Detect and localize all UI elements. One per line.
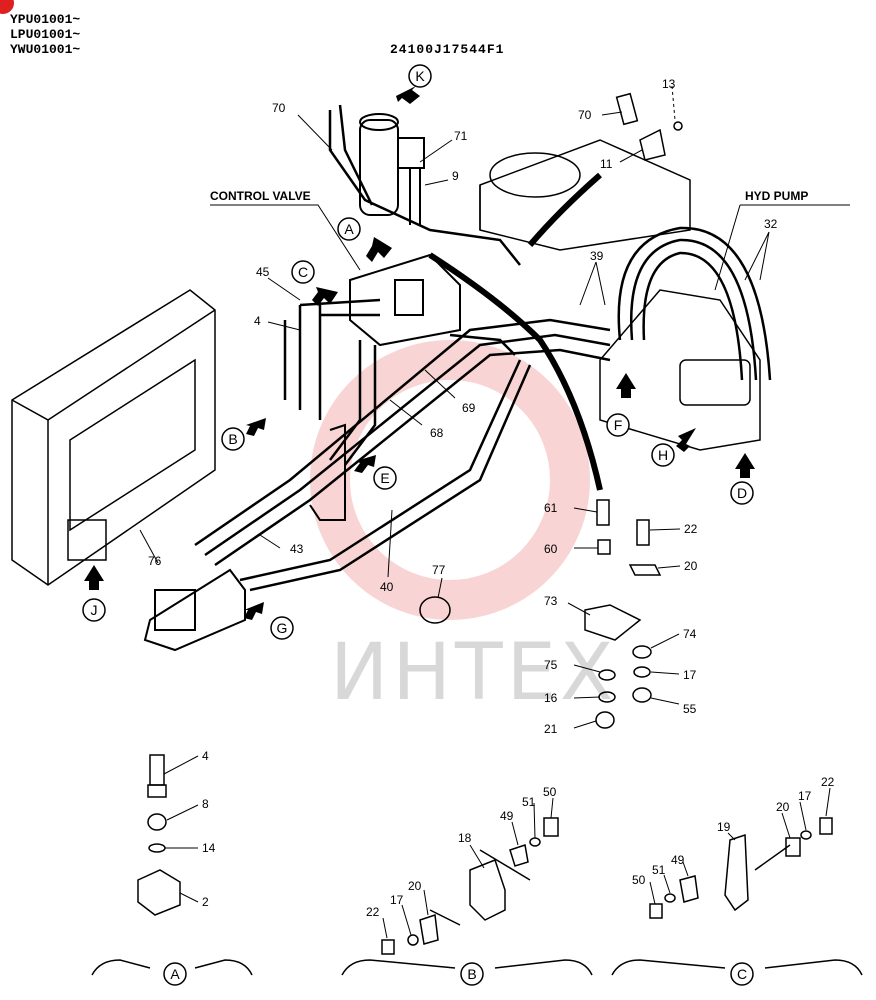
- view-arrow-e: E: [380, 470, 389, 486]
- panel-76: [11, 289, 216, 586]
- detail-a-parts: [137, 754, 181, 916]
- detail-b-part-18: 18: [458, 831, 472, 845]
- bracket-e: [309, 423, 346, 521]
- control-valve-label: CONTROL VALVE: [210, 189, 311, 203]
- part-70a: 70: [272, 101, 286, 115]
- part-61: 61: [544, 501, 558, 515]
- part-9: 9: [452, 169, 459, 183]
- detail-b-part-17: 17: [390, 893, 404, 907]
- view-arrow-d: D: [737, 485, 747, 501]
- detail-brackets: [91, 959, 863, 976]
- detail-b-part-49: 49: [500, 809, 514, 823]
- detail-c-part-22: 22: [821, 775, 835, 789]
- part-73: 73: [544, 594, 558, 608]
- serial-range-2: LPU01001~: [10, 27, 81, 42]
- part-68: 68: [430, 426, 444, 440]
- part-40: 40: [380, 580, 394, 594]
- detail-c-part-17: 17: [798, 789, 812, 803]
- part-22-main: 22: [684, 522, 698, 536]
- part-4: 4: [254, 314, 261, 328]
- part-45: 45: [256, 265, 270, 279]
- detail-c-part-51: 51: [652, 863, 666, 877]
- view-arrow-h: H: [658, 447, 668, 463]
- part-13: 13: [662, 77, 676, 91]
- hardware-stack: [419, 499, 662, 729]
- watermark-gear: [310, 340, 590, 620]
- part-55: 55: [683, 702, 697, 716]
- view-arrow-f: F: [614, 417, 623, 433]
- detail-c-part-50: 50: [632, 873, 646, 887]
- corner-badge: [0, 0, 14, 14]
- detail-c-part-20: 20: [776, 800, 790, 814]
- detail-b-part-51: 51: [522, 795, 536, 809]
- part-60: 60: [544, 542, 558, 556]
- part-11: 11: [600, 157, 613, 171]
- view-arrow-c: C: [298, 264, 308, 280]
- view-arrow-b: B: [228, 431, 237, 447]
- serial-range-3: YWU01001~: [10, 42, 81, 57]
- part-21: 21: [544, 722, 558, 736]
- section-label-leaders: [210, 204, 850, 291]
- view-arrows: [84, 86, 755, 620]
- part-77: 77: [432, 563, 446, 577]
- detail-b-part-22: 22: [366, 905, 380, 919]
- watermark-text: ИНТЕХ: [330, 628, 618, 718]
- detail-b-part-20: 20: [408, 879, 422, 893]
- view-arrow-letters: K A C B E F H D J G A B C: [91, 68, 748, 982]
- detail-a-part-8: 8: [202, 797, 209, 811]
- serial-range-1: YPU01001~: [10, 12, 81, 27]
- detail-a-part-14: 14: [202, 841, 216, 855]
- part-69: 69: [462, 401, 476, 415]
- tube-bundle: [194, 104, 611, 592]
- view-arrow-j: J: [91, 602, 98, 618]
- detail-a-label: A: [170, 966, 180, 982]
- part-39: 39: [590, 249, 604, 263]
- part-76: 76: [148, 554, 162, 568]
- fittings-top-right: [615, 92, 683, 161]
- detail-b-label: B: [467, 966, 476, 982]
- pump-hoses: [617, 226, 772, 381]
- detail-c-part-19: 19: [717, 820, 731, 834]
- detail-c-part-49: 49: [671, 853, 685, 867]
- detail-b-part-50: 50: [543, 785, 557, 799]
- leader-lines: [139, 85, 831, 939]
- part-16: 16: [544, 691, 558, 705]
- part-43: 43: [290, 542, 304, 556]
- filter-k: [359, 113, 425, 225]
- document-id: 24100J17544F1: [390, 42, 505, 57]
- hyd-pump-label: HYD PUMP: [745, 189, 808, 203]
- detail-a-part-4: 4: [202, 749, 209, 763]
- hyd-tank: [479, 139, 691, 251]
- view-arrow-k: K: [415, 68, 425, 84]
- part-75: 75: [544, 658, 558, 672]
- valve-g: [143, 568, 246, 652]
- part-70b: 70: [578, 108, 592, 122]
- view-arrow-g: G: [277, 620, 288, 636]
- part-32: 32: [764, 217, 778, 231]
- detail-c-parts: [649, 817, 833, 919]
- part-number-labels: 70 71 9 13 70 11 32 39 45 4 69 68 43 40 …: [148, 77, 835, 919]
- detail-a-part-2: 2: [202, 895, 209, 909]
- view-arrow-circles: [82, 64, 754, 986]
- black-hose: [428, 172, 603, 491]
- part-71: 71: [454, 129, 468, 143]
- part-74: 74: [683, 627, 697, 641]
- part-17-main: 17: [683, 668, 697, 682]
- part-20-main: 20: [684, 559, 698, 573]
- view-arrow-a: A: [344, 221, 354, 237]
- detail-c-label: C: [737, 966, 747, 982]
